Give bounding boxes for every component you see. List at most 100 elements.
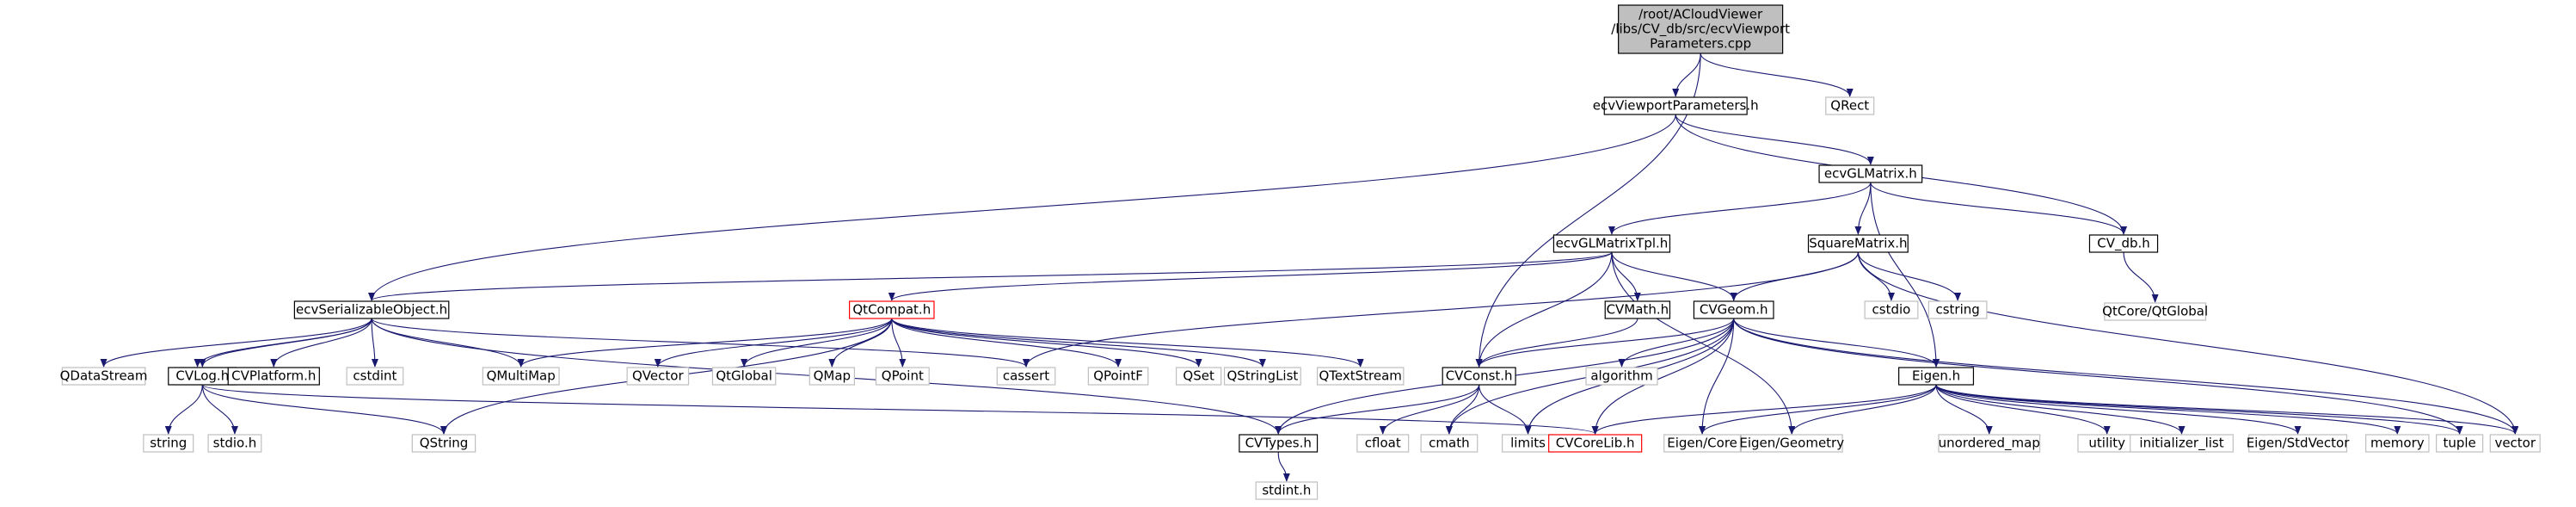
node-label-ecvSerializableObject: ecvSerializableObject.h	[296, 302, 447, 318]
node-label-QtCompat: QtCompat.h	[852, 302, 931, 318]
node-ecvGLMatrix[interactable]: ecvGLMatrix.h	[1818, 164, 1923, 183]
edge-CVGeom-to-algorithm	[1618, 318, 1735, 368]
node-box-CVCoreLib	[1548, 434, 1643, 453]
node-label-memory: memory	[2370, 436, 2425, 451]
node-EigenStdVector: Eigen/StdVector	[2247, 434, 2350, 453]
nodes-layer: /root/ACloudViewer/libs/CV_db/src/ecvVie…	[60, 4, 2541, 500]
node-box-tuple	[2436, 434, 2484, 453]
node-label-ecvViewportParameters: ecvViewportParameters.h	[1593, 98, 1759, 114]
edge-root-to-ecvViewportParameters	[1672, 53, 1701, 97]
node-QDataStream: QDataStream	[60, 367, 148, 386]
node-box-ecvSerializableObject	[293, 300, 450, 319]
node-box-memory	[2365, 434, 2430, 453]
node-box-QPointF	[1087, 367, 1149, 386]
node-label-QMap: QMap	[814, 368, 851, 384]
node-SquareMatrix[interactable]: SquareMatrix.h	[1807, 234, 1909, 253]
edge-Eigen-to-memory	[1935, 384, 2401, 435]
edge-QtCompat-to-QStringList	[891, 318, 1266, 368]
node-label-cassert: cassert	[1003, 368, 1049, 384]
node-CV_db[interactable]: CV_db.h	[2088, 234, 2159, 253]
node-label-CVCoreLib: CVCoreLib.h	[1556, 436, 1635, 451]
edge-CVGeom-to-Eigen	[1733, 318, 1940, 368]
edge-ecvSerializableObject-to-CVLog	[199, 318, 372, 368]
edge-QtCompat-to-QTextStream	[891, 318, 1364, 368]
node-Eigen[interactable]: Eigen.h	[1898, 367, 1975, 386]
node-QPointF: QPointF	[1087, 367, 1149, 386]
edge-ecvGLMatrix-to-ecvGLMatrixTpl	[1608, 182, 1872, 235]
node-box-cfloat	[1356, 434, 1410, 453]
node-label-QPoint: QPoint	[882, 368, 924, 384]
edge-CVLog-to-string	[164, 384, 203, 435]
node-label-CVGeom: CVGeom.h	[1700, 302, 1768, 318]
node-cfloat: cfloat	[1356, 434, 1410, 453]
node-box-CV_db	[2088, 234, 2159, 253]
edge-root-to-QRect	[1700, 53, 1854, 97]
node-label-CVPlatform: CVPlatform.h	[231, 368, 316, 384]
node-root: /root/ACloudViewer/libs/CV_db/src/ecvVie…	[1611, 4, 1790, 54]
node-cstdio: cstdio	[1864, 300, 1919, 319]
node-CVMath[interactable]: CVMath.h	[1604, 300, 1671, 319]
node-box-QRect	[1825, 96, 1875, 115]
node-box-CVGeom	[1693, 300, 1774, 319]
node-label-EigenGeometry: Eigen/Geometry	[1739, 436, 1844, 451]
node-box-QDataStream	[61, 367, 146, 386]
edge-ecvGLMatrix-to-SquareMatrix	[1854, 182, 1872, 235]
edge-QtCompat-to-QPoint	[891, 318, 907, 368]
node-label-Eigen: Eigen.h	[1912, 368, 1960, 384]
node-label-stdio: stdio.h	[213, 436, 257, 451]
node-box-Eigen	[1898, 367, 1975, 386]
edge-CVConst-to-cfloat	[1379, 384, 1480, 435]
node-label-QPointF: QPointF	[1093, 368, 1143, 384]
edge-CVGeom-to-EigenCore	[1699, 318, 1735, 435]
node-box-cmath	[1420, 434, 1479, 453]
edge-Eigen-to-CVCoreLib	[1591, 384, 1937, 435]
edge-CV_db-to-QtGlobalCore	[2123, 251, 2159, 303]
node-EigenCore: Eigen/Core	[1663, 434, 1742, 453]
node-cstring: cstring	[1927, 300, 1988, 319]
node-box-vector	[2489, 434, 2541, 453]
node-CVConst[interactable]: CVConst.h	[1442, 367, 1516, 386]
node-box-unordered_map	[1938, 434, 2041, 453]
node-CVLog[interactable]: CVLog.h	[168, 367, 237, 386]
node-label-root: Parameters.cpp	[1650, 36, 1751, 52]
node-limits: limits	[1502, 434, 1555, 453]
edge-SquareMatrix-to-cstring	[1857, 251, 1962, 301]
node-QtCompat[interactable]: QtCompat.h	[849, 300, 935, 319]
node-label-QVector: QVector	[632, 368, 684, 384]
edge-CVLog-to-stdio	[201, 384, 238, 435]
node-CVPlatform[interactable]: CVPlatform.h	[227, 367, 320, 386]
node-box-algorithm	[1585, 367, 1658, 386]
node-box-stdint	[1255, 481, 1319, 500]
node-utility: utility	[2077, 434, 2137, 453]
edge-Eigen-to-EigenStdVector	[1935, 384, 2302, 435]
node-ecvSerializableObject[interactable]: ecvSerializableObject.h	[293, 300, 450, 319]
node-label-CVLog: CVLog.h	[175, 368, 229, 384]
edge-ecvViewportParameters-to-ecvSerializableObject	[368, 114, 1676, 301]
node-label-QMultiMap: QMultiMap	[487, 368, 556, 384]
node-label-root: /root/ACloudViewer	[1638, 7, 1763, 22]
node-ecvGLMatrixTpl[interactable]: ecvGLMatrixTpl.h	[1552, 234, 1671, 253]
node-box-QVector	[626, 367, 690, 386]
node-QStringList: QStringList	[1223, 367, 1301, 386]
node-label-string: string	[150, 436, 187, 451]
node-label-vector: vector	[2494, 436, 2536, 451]
edge-ecvSerializableObject-to-cassert	[371, 318, 1030, 368]
node-label-QDataStream: QDataStream	[60, 368, 148, 384]
node-label-initializer_list: initializer_list	[2139, 436, 2223, 452]
node-CVCoreLib[interactable]: CVCoreLib.h	[1548, 434, 1643, 453]
node-box-CVMath	[1604, 300, 1671, 319]
node-CVTypes[interactable]: CVTypes.h	[1239, 434, 1319, 453]
node-QtGlobalCore: QtCore/QtGlobal	[2102, 302, 2208, 321]
node-box-cstdio	[1864, 300, 1919, 319]
node-label-QString: QString	[420, 436, 469, 451]
node-label-tuple: tuple	[2443, 436, 2475, 451]
node-label-ecvGLMatrixTpl: ecvGLMatrixTpl.h	[1556, 236, 1669, 251]
node-CVGeom[interactable]: CVGeom.h	[1693, 300, 1774, 319]
node-QPoint: QPoint	[875, 367, 930, 386]
node-QMultiMap: QMultiMap	[482, 367, 560, 386]
edge-CVLog-to-QString	[201, 384, 447, 435]
edge-ecvGLMatrix-to-CV_db	[1870, 182, 2127, 235]
edge-QtCompat-to-QtGlobal	[741, 318, 893, 368]
edge-ecvGLMatrixTpl-to-ecvSerializableObject	[368, 251, 1613, 301]
node-ecvViewportParameters[interactable]: ecvViewportParameters.h	[1593, 96, 1759, 115]
